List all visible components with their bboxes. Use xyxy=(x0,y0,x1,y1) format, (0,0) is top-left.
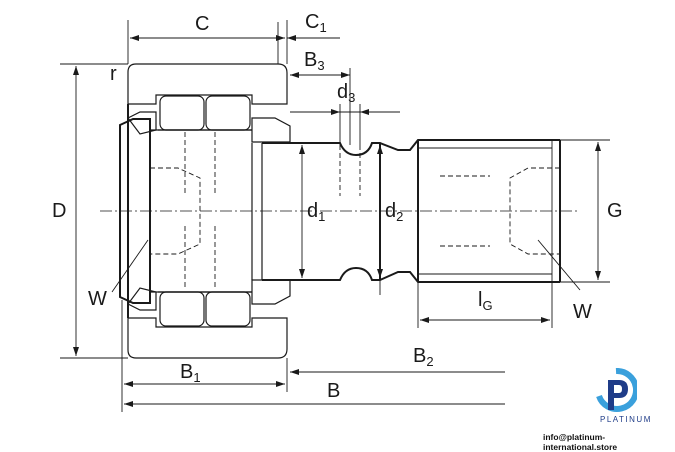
label-lG: lG xyxy=(478,289,493,313)
label-D: D xyxy=(52,200,66,222)
dim-B xyxy=(124,401,505,407)
label-d3: d3 xyxy=(337,81,355,105)
label-C: C xyxy=(195,13,209,35)
label-W-right: W xyxy=(573,301,592,323)
label-B2: B2 xyxy=(413,345,434,369)
label-r: r xyxy=(110,63,117,85)
label-B: B xyxy=(327,380,340,402)
dim-D xyxy=(60,63,128,359)
dim-B2 xyxy=(290,369,505,375)
label-C1: C1 xyxy=(305,11,327,35)
side-washers xyxy=(127,111,291,311)
dim-d1 xyxy=(299,145,305,278)
dim-d3 xyxy=(290,104,400,145)
brand-name: PLATINUM xyxy=(600,415,652,424)
label-G: G xyxy=(607,200,623,222)
platinum-logo-icon xyxy=(596,368,637,412)
stud xyxy=(100,118,580,304)
w-leaders xyxy=(111,239,581,293)
brand-email-link[interactable]: info@platinum-international.store xyxy=(543,432,618,452)
dim-C1 xyxy=(277,22,340,64)
label-d1: d1 xyxy=(307,200,325,224)
dim-lG xyxy=(417,282,553,328)
dim-B1 xyxy=(121,300,288,412)
label-W-left: W xyxy=(88,288,107,310)
label-d2: d2 xyxy=(385,200,403,224)
label-B1: B1 xyxy=(180,361,201,385)
dim-d2 xyxy=(377,145,383,295)
dim-G xyxy=(560,139,610,283)
label-B3: B3 xyxy=(304,49,325,73)
dim-B3 xyxy=(290,68,351,145)
